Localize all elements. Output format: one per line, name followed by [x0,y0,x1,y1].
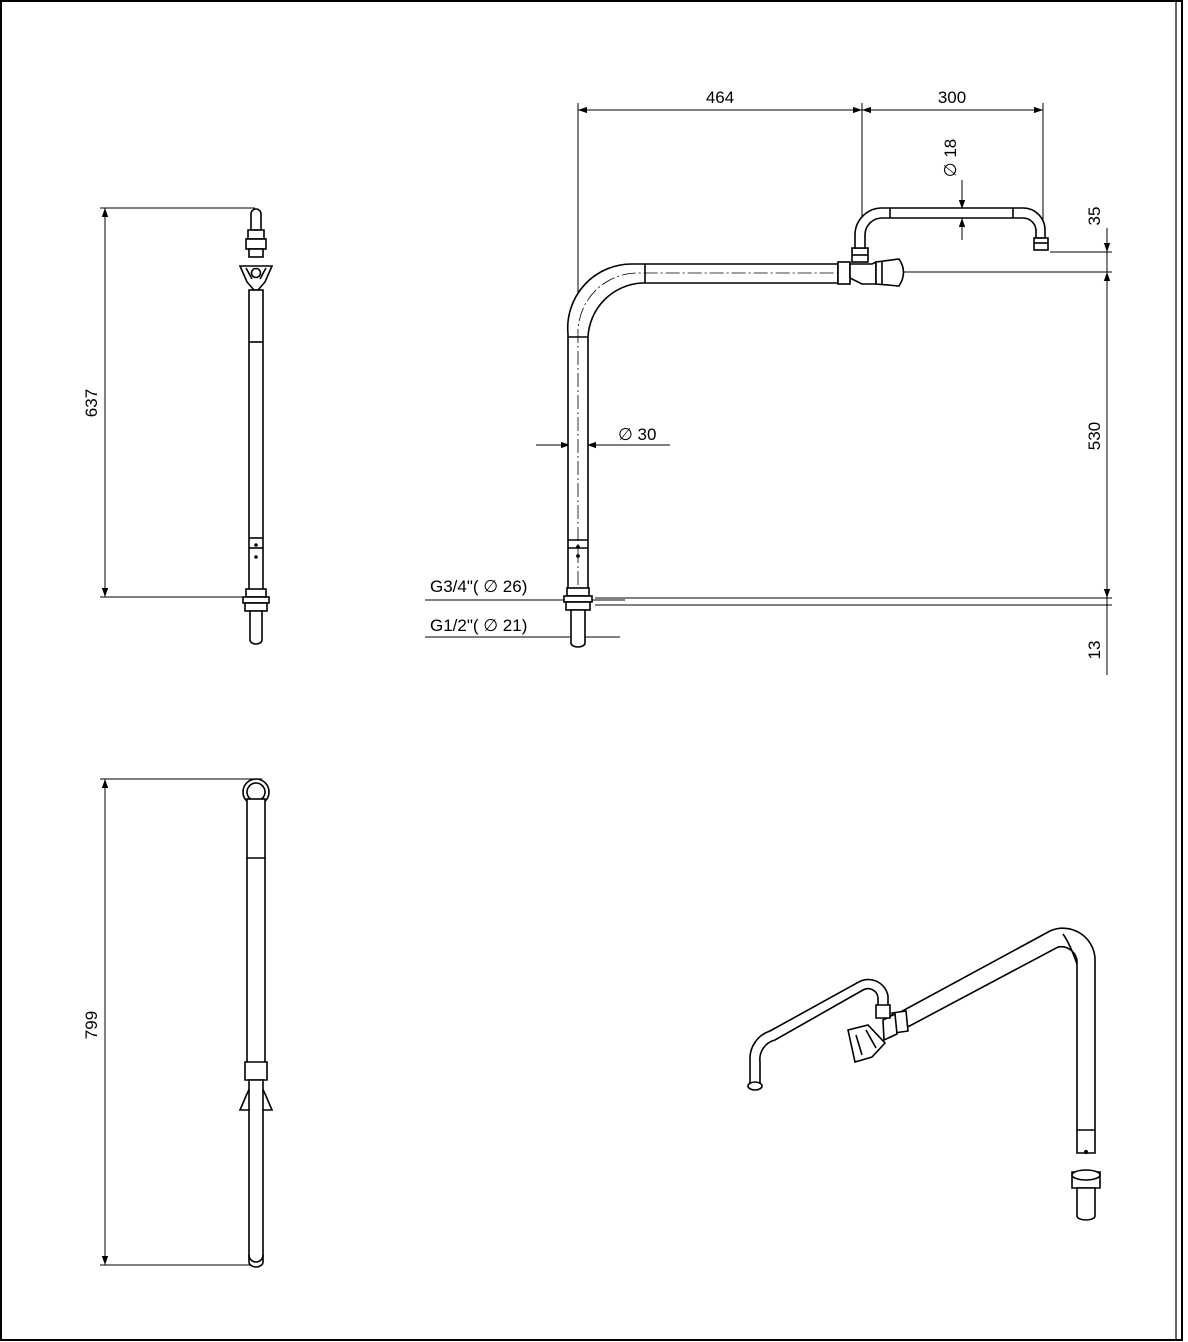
isometric-view [747,927,1101,1221]
dim-total-length: 799 [82,1011,101,1039]
top-view: 799 [82,778,274,1268]
dim-spout-length: 300 [938,88,966,107]
dim-side-height: 637 [82,389,101,417]
front-view: 464 300 ∅ 18 35 530 13 ∅ 30 G3/4"( ∅ 26)… [425,88,1112,675]
dim-thread-large: G3/4"( ∅ 26) [430,577,527,596]
dim-pipe-diameter: ∅ 30 [618,425,656,444]
dim-spout-diameter: ∅ 18 [941,139,960,177]
side-view: 637 [82,207,274,645]
dim-thread-small: G1/2"( ∅ 21) [430,616,527,635]
dim-spout-drop: 35 [1085,207,1104,226]
dim-riser-height: 530 [1085,422,1104,450]
dim-horizontal-reach: 464 [706,88,734,107]
dim-nut-height: 13 [1085,641,1104,660]
